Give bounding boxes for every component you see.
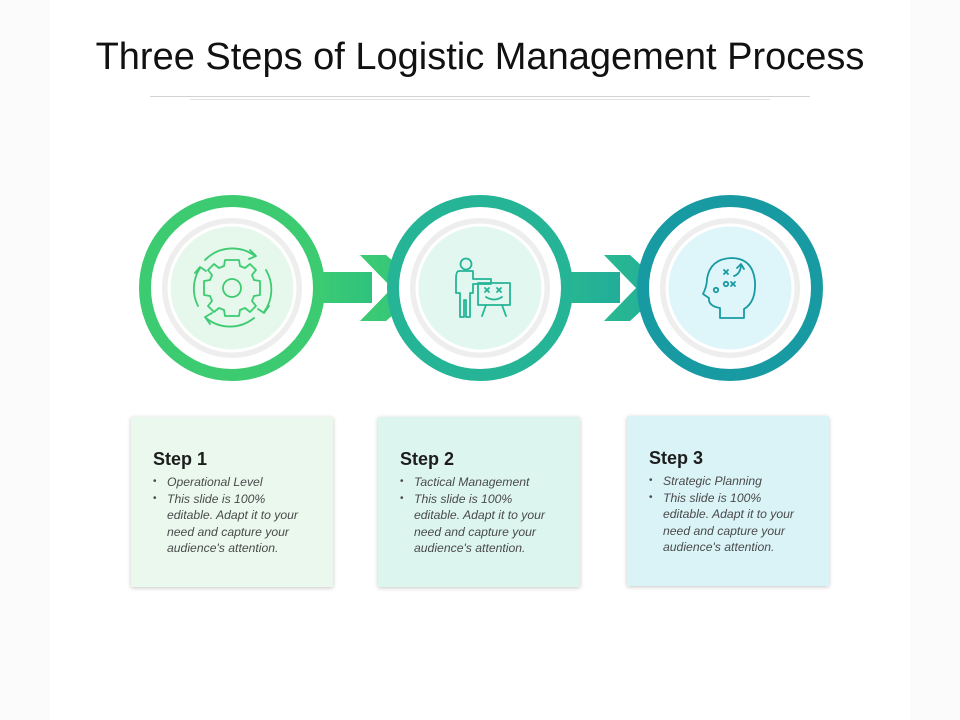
title-divider xyxy=(150,96,810,97)
step-3-bullet-1: Strategic Planning xyxy=(649,473,809,490)
head-strategy-icon xyxy=(702,257,756,319)
step-2-title: Step 2 xyxy=(400,449,455,469)
step-3-circle xyxy=(637,195,823,381)
step-1-card: Step 1 Operational Level This slide is 1… xyxy=(131,417,333,587)
title-divider-inner xyxy=(190,99,770,100)
step-2-bullet-1: Tactical Management xyxy=(400,474,560,491)
presenter-board-icon xyxy=(455,257,511,318)
step-1-bullet-1: Operational Level xyxy=(153,474,313,491)
gear-cycle-icon xyxy=(193,247,273,328)
step-1-bullet-2: This slide is 100% editable. Adapt it to… xyxy=(153,491,313,557)
right-border-strip xyxy=(910,0,960,720)
step-3-card: Step 3 Strategic Planning This slide is … xyxy=(627,416,829,586)
left-border-strip xyxy=(0,0,50,720)
step-3-bullets: Strategic Planning This slide is 100% ed… xyxy=(649,473,809,556)
step-2-bullets: Tactical Management This slide is 100% e… xyxy=(400,474,560,557)
step-1-circle xyxy=(139,195,325,381)
page-title: Three Steps of Logistic Management Proce… xyxy=(95,36,865,78)
step-1-bullets: Operational Level This slide is 100% edi… xyxy=(153,474,313,557)
step-1-title: Step 1 xyxy=(153,449,208,469)
step-3-bullet-2: This slide is 100% editable. Adapt it to… xyxy=(649,490,809,556)
step-2-bullet-2: This slide is 100% editable. Adapt it to… xyxy=(400,491,560,557)
step-2-card: Step 2 Tactical Management This slide is… xyxy=(378,417,580,587)
step-2-circle xyxy=(387,195,573,381)
step-3-title: Step 3 xyxy=(649,448,704,468)
